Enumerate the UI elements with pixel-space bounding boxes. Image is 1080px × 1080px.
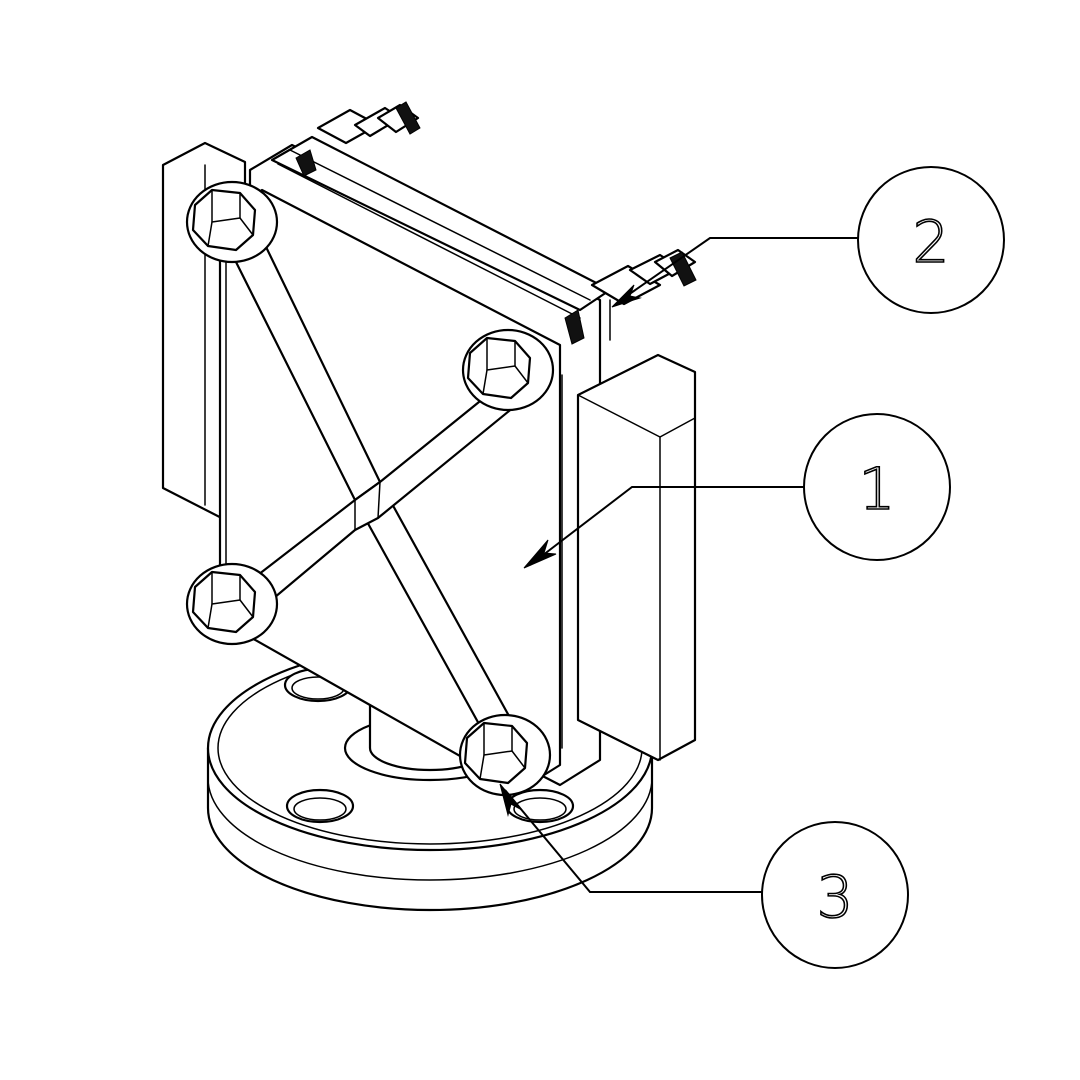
flange-hole <box>285 788 355 824</box>
leader-lines <box>499 237 858 893</box>
corner-bolt <box>185 180 279 264</box>
callout-label-2: 2 <box>913 208 950 276</box>
callout-bubble-2: 2 <box>857 166 1005 314</box>
threaded-stud <box>316 101 421 145</box>
threaded-stud <box>590 248 697 341</box>
corner-bolt <box>461 328 555 412</box>
callout-label-1: 1 <box>859 455 896 523</box>
corner-bolt <box>458 713 552 797</box>
callout-label-3: 3 <box>817 863 854 931</box>
front-cover <box>218 188 562 792</box>
callout-bubble-1: 1 <box>803 413 951 561</box>
leader-1 <box>529 486 805 566</box>
leader-2 <box>617 237 858 303</box>
corner-bolt <box>185 562 279 646</box>
leader-3 <box>504 789 763 893</box>
callout-bubble-3: 3 <box>761 821 909 969</box>
